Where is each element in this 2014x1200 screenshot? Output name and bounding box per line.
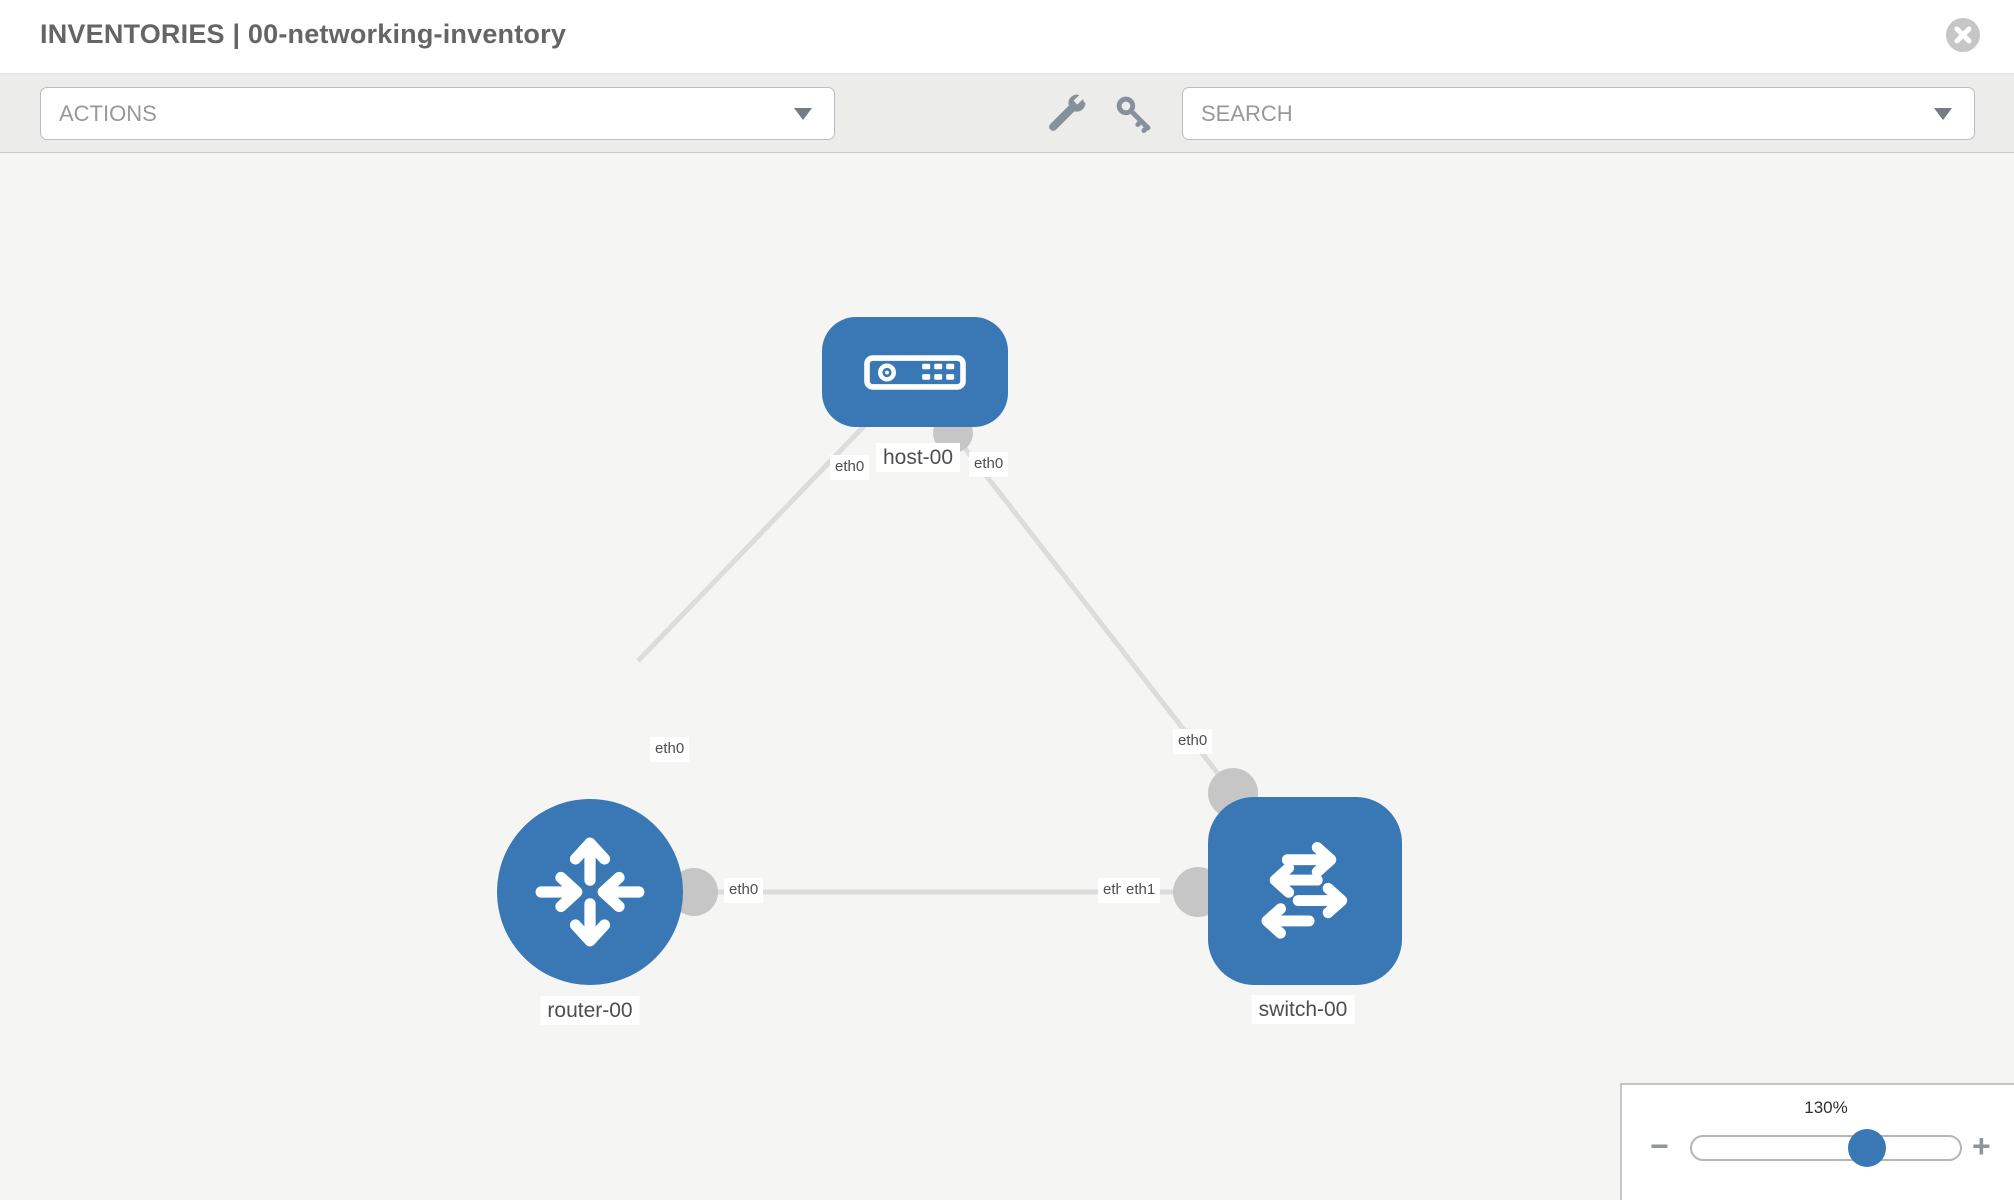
interface-label: eth0: [830, 455, 870, 480]
chevron-down-icon: [794, 107, 812, 120]
node-router-00[interactable]: [497, 799, 683, 985]
link-layer: [636, 413, 1258, 917]
zoom-level: 130%: [1804, 1098, 1848, 1117]
server-icon: [864, 354, 966, 390]
zoom-control-panel: 130% − +: [1620, 1083, 2014, 1200]
interface-label: eth1: [1121, 878, 1161, 903]
header: INVENTORIES | 00-networking-inventory: [0, 0, 2014, 74]
wrench-icon[interactable]: [1044, 92, 1088, 136]
switch-arrows-icon: [1261, 842, 1348, 939]
key-icon[interactable]: [1112, 92, 1156, 136]
zoom-out-button[interactable]: −: [1650, 1128, 1669, 1164]
zoom-slider-row: − +: [1622, 1128, 2014, 1168]
interface-label: eth0: [650, 737, 690, 762]
search-dropdown-label: SEARCH: [1201, 100, 1293, 126]
page-title: INVENTORIES | 00-networking-inventory: [40, 19, 567, 49]
chevron-down-icon: [1934, 107, 1952, 120]
interface-label: eth0: [724, 878, 764, 903]
node-host-00[interactable]: [822, 317, 1008, 427]
node-label-router-00: router-00: [540, 996, 640, 1026]
actions-dropdown-label: ACTIONS: [59, 100, 157, 126]
actions-dropdown[interactable]: ACTIONS: [40, 87, 835, 140]
zoom-slider-knob[interactable]: [1848, 1129, 1886, 1167]
close-button[interactable]: [1945, 17, 1981, 53]
link-host-router: [636, 421, 869, 663]
interface-label: eth0: [969, 452, 1009, 477]
interface-label: eth0: [1173, 729, 1213, 754]
search-dropdown[interactable]: SEARCH: [1182, 87, 1975, 140]
node-label-switch-00: switch-00: [1251, 995, 1355, 1025]
interface-label-clipped: eth1: [1098, 878, 1121, 903]
zoom-in-button[interactable]: +: [1972, 1128, 1991, 1164]
router-arrows-icon: [535, 837, 645, 947]
node-label-host-00: host-00: [875, 443, 961, 473]
topology-canvas[interactable]: eth0 eth0 eth0 eth0 eth0 eth1 eth1 host-…: [0, 153, 2014, 1200]
toolbar: ACTIONS SEARCH: [0, 74, 2014, 153]
node-switch-00[interactable]: [1208, 797, 1402, 985]
zoom-slider-track[interactable]: [1690, 1129, 1962, 1167]
circle-x-icon: [1946, 18, 1980, 52]
